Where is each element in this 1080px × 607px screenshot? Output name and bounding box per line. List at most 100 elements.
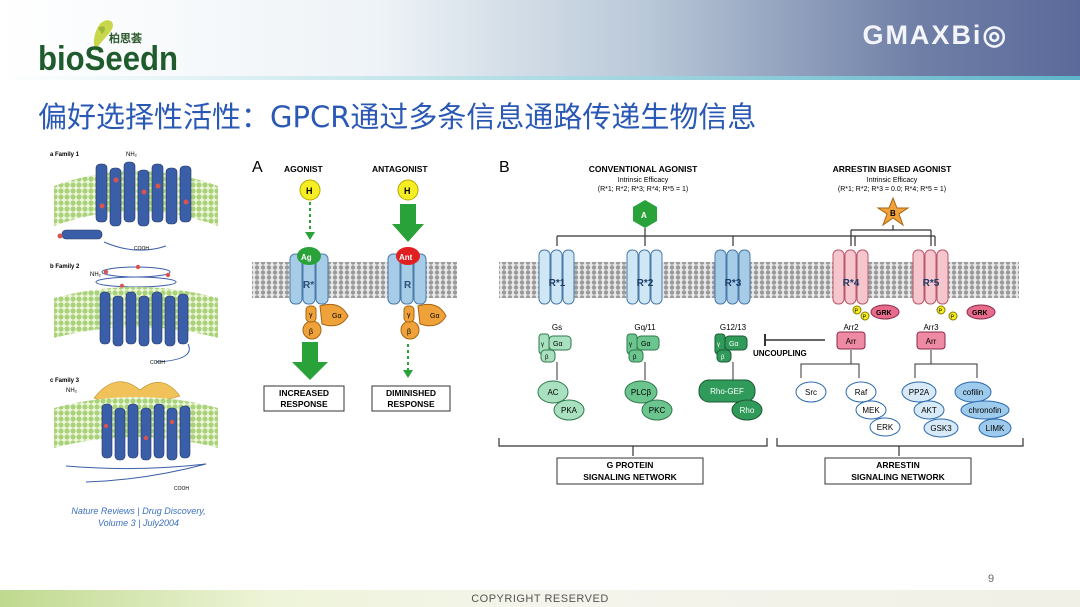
family-3-residues [103,419,175,441]
slide-title: 偏好选择性活性：GPCR通过多条信息通路传递生物信息 [38,100,757,134]
agonist-galpha: Gα [332,313,342,320]
grk-r4-label: GRK [876,310,892,317]
arrestin-bracket [776,438,1024,447]
bioseedn-logo: 柏思荟 bioSeedn [38,18,188,81]
family-2-residues [103,264,171,289]
agonist-hormone [299,179,321,201]
panel-b-diagram: B CONVENTIONAL AGONIST Intrinsic Efficac… [498,159,1024,485]
effector-raf-label: Raf [855,388,868,397]
family-3-nh2: NH₂ [66,388,78,394]
gq-beta: β [633,355,637,361]
gprotein-network-line-1: G PROTEIN [607,460,654,470]
effector-ac [537,380,569,404]
diminished-line-1: DIMINISHED [386,388,436,398]
p-r4-b [860,311,870,321]
effector-plcb-label: PLCβ [631,388,652,397]
p-r5-a [936,305,946,315]
ligand-a-tree [556,228,936,246]
arrestin-2 [836,331,866,350]
ag-label: Ag [301,253,312,262]
agonist-receptor [289,253,329,305]
receptor-r4-label: R*4 [843,278,860,289]
ligand-b-label: B [890,209,896,218]
header-divider [0,76,1080,80]
effector-cofilin-label: cofilin [963,388,983,397]
g-protein-g12 [714,333,748,363]
agonist-gamma: γ [309,312,313,319]
family-1-nh2: NH₂ [126,152,138,158]
receptor-r4 [832,249,869,305]
effector-mek-label: MEK [862,406,880,415]
effector-gsk3 [923,418,959,438]
arrestin-sub-1: Intrinsic Efficacy [867,177,918,184]
family-1-residues [57,177,189,239]
family-1-helices [61,161,192,240]
antagonist-gamma: γ [407,312,411,319]
effector-pka [553,399,585,421]
conventional-sub-1: Intrinsic Efficacy [618,177,669,184]
ant-label: Ant [399,253,413,262]
g-label-gs: Gs [552,323,562,332]
p-r4-a-label: P [855,309,859,315]
effector-gsk3-label: GSK3 [930,424,952,433]
effector-rhogef [698,379,756,403]
effector-pkc-label: PKC [649,406,666,415]
family-2-cooh: COOH [150,360,165,366]
header-bar [0,0,1080,78]
gq-galpha: Gα [641,341,651,348]
p-r4-b-label: P [863,315,867,321]
receptor-r1-label: R*1 [549,278,566,289]
gprotein-bracket [498,438,768,447]
effector-plcb [624,380,658,404]
arrestin-network-box [824,457,972,485]
ligand-a-hexagon [633,200,657,228]
effector-akt-label: AKT [921,406,937,415]
copyright-text: COPYRIGHT RESERVED [471,593,609,605]
family-2-label: b Family 2 [50,264,80,270]
agonist-ligand-bound [297,247,321,265]
p-r4-a [852,305,862,315]
antagonist-ligand-bound [396,247,420,265]
g-protein-gq [626,333,660,363]
g-label-g12: G12/13 [720,323,747,332]
grk-r4 [870,304,900,320]
arrestin-3-label: Arr [926,337,937,346]
footer-bar [0,590,1080,607]
family-3-label: c Family 3 [50,378,80,384]
antagonist-beta: β [407,329,411,336]
antagonist-heading: ANTAGONIST [372,164,428,174]
family-2-ecd [95,266,177,288]
antagonist-galpha: Gα [430,313,440,320]
family-1-label: a Family 1 [50,152,80,158]
g-label-gq: Gq/11 [634,323,656,332]
effector-chronofin [960,400,1010,420]
effector-erk [869,417,901,437]
figure-credit: Nature Reviews | Drug Discovery, Volume … [66,505,211,529]
receptor-r3-label: R*3 [725,278,742,289]
family-3-helices [101,403,191,461]
antagonist-hormone [397,179,419,201]
arrestin-network-line-2: SIGNALING NETWORK [851,472,945,482]
receptor-r5-label: R*5 [923,278,940,289]
effector-rho [731,399,763,421]
arr-label-3: Arr3 [923,323,939,332]
p-r5-b [948,311,958,321]
g12-galpha: Gα [729,341,739,348]
effector-rho-label: Rho [740,406,755,415]
ligand-b-tree [850,225,932,246]
ligand-a-label: A [641,211,647,220]
antagonist-block-arrow [392,204,424,242]
effector-pka-label: PKA [561,406,578,415]
antagonist-h-label: H [404,186,411,196]
receptor-r2-label: R*2 [637,278,654,289]
receptor-r3 [714,249,751,305]
arr-label-2: Arr2 [843,323,859,332]
ligand-b-star [876,196,910,227]
p-r5-b-label: P [951,315,955,321]
panel-a-letter: A [252,159,263,176]
gmaxbio-logo: GMAXBi◎ [862,20,1008,50]
arrestin-2-label: Arr [846,337,857,346]
r-label: R [404,280,412,291]
increased-response-box [263,385,345,412]
increased-arrow [292,342,328,380]
